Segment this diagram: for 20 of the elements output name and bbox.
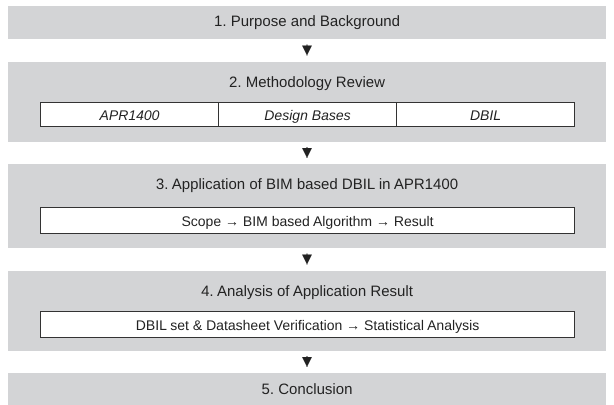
step-text: Scope → BIM based Algorithm → Result [181, 212, 434, 228]
stage-title: 4. Analysis of Application Result [201, 283, 413, 300]
step-box [40, 311, 575, 338]
topic-text: DBIL [470, 106, 502, 122]
topic-text: APR1400 [100, 106, 160, 122]
step-text: DBIL set & Datasheet Verification → Statistical Analysis [136, 316, 480, 332]
topic-cell [219, 102, 397, 127]
stage-band [8, 62, 606, 142]
topic-cell [40, 102, 219, 127]
stage-title: 2. Methodology Review [229, 74, 385, 91]
stage-title: 1. Purpose and Background [214, 13, 400, 30]
stage-band [8, 6, 606, 39]
step-box [40, 207, 575, 234]
topic-text: Design Bases [264, 106, 351, 122]
stage-title: 3. Application of BIM based DBIL in APR1400 [156, 176, 458, 193]
stage-band [8, 373, 606, 405]
stage-band [8, 164, 606, 248]
stage-title: 5. Conclusion [262, 381, 352, 398]
stage-band [8, 271, 606, 351]
topic-cell [397, 102, 575, 127]
